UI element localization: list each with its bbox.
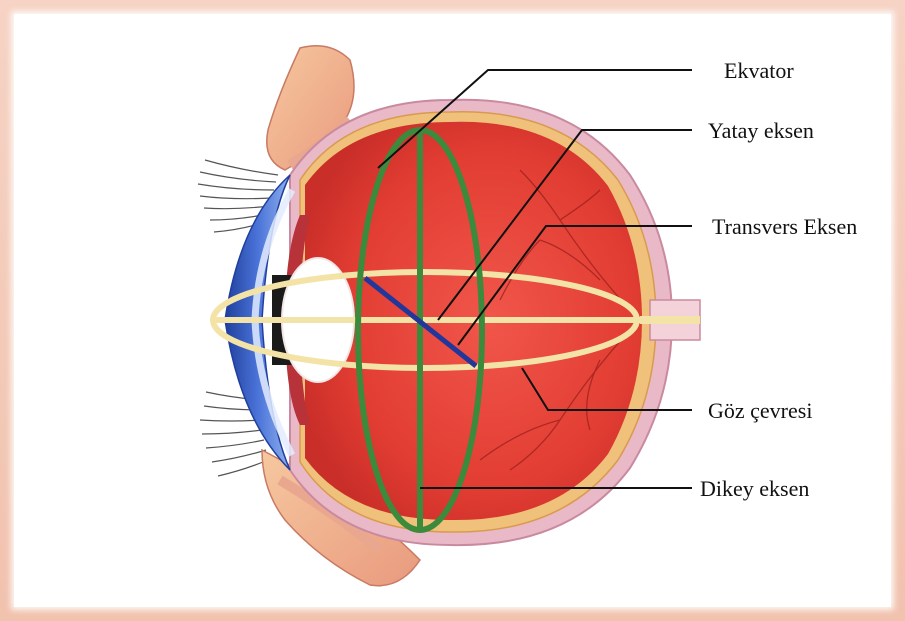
label-ekvator: Ekvator: [724, 58, 794, 83]
label-goz-cevresi: Göz çevresi: [708, 398, 812, 423]
label-transvers-eksen: Transvers Eksen: [712, 214, 857, 239]
label-dikey-eksen: Dikey eksen: [700, 476, 809, 501]
label-yatay-eksen: Yatay eksen: [708, 118, 814, 143]
